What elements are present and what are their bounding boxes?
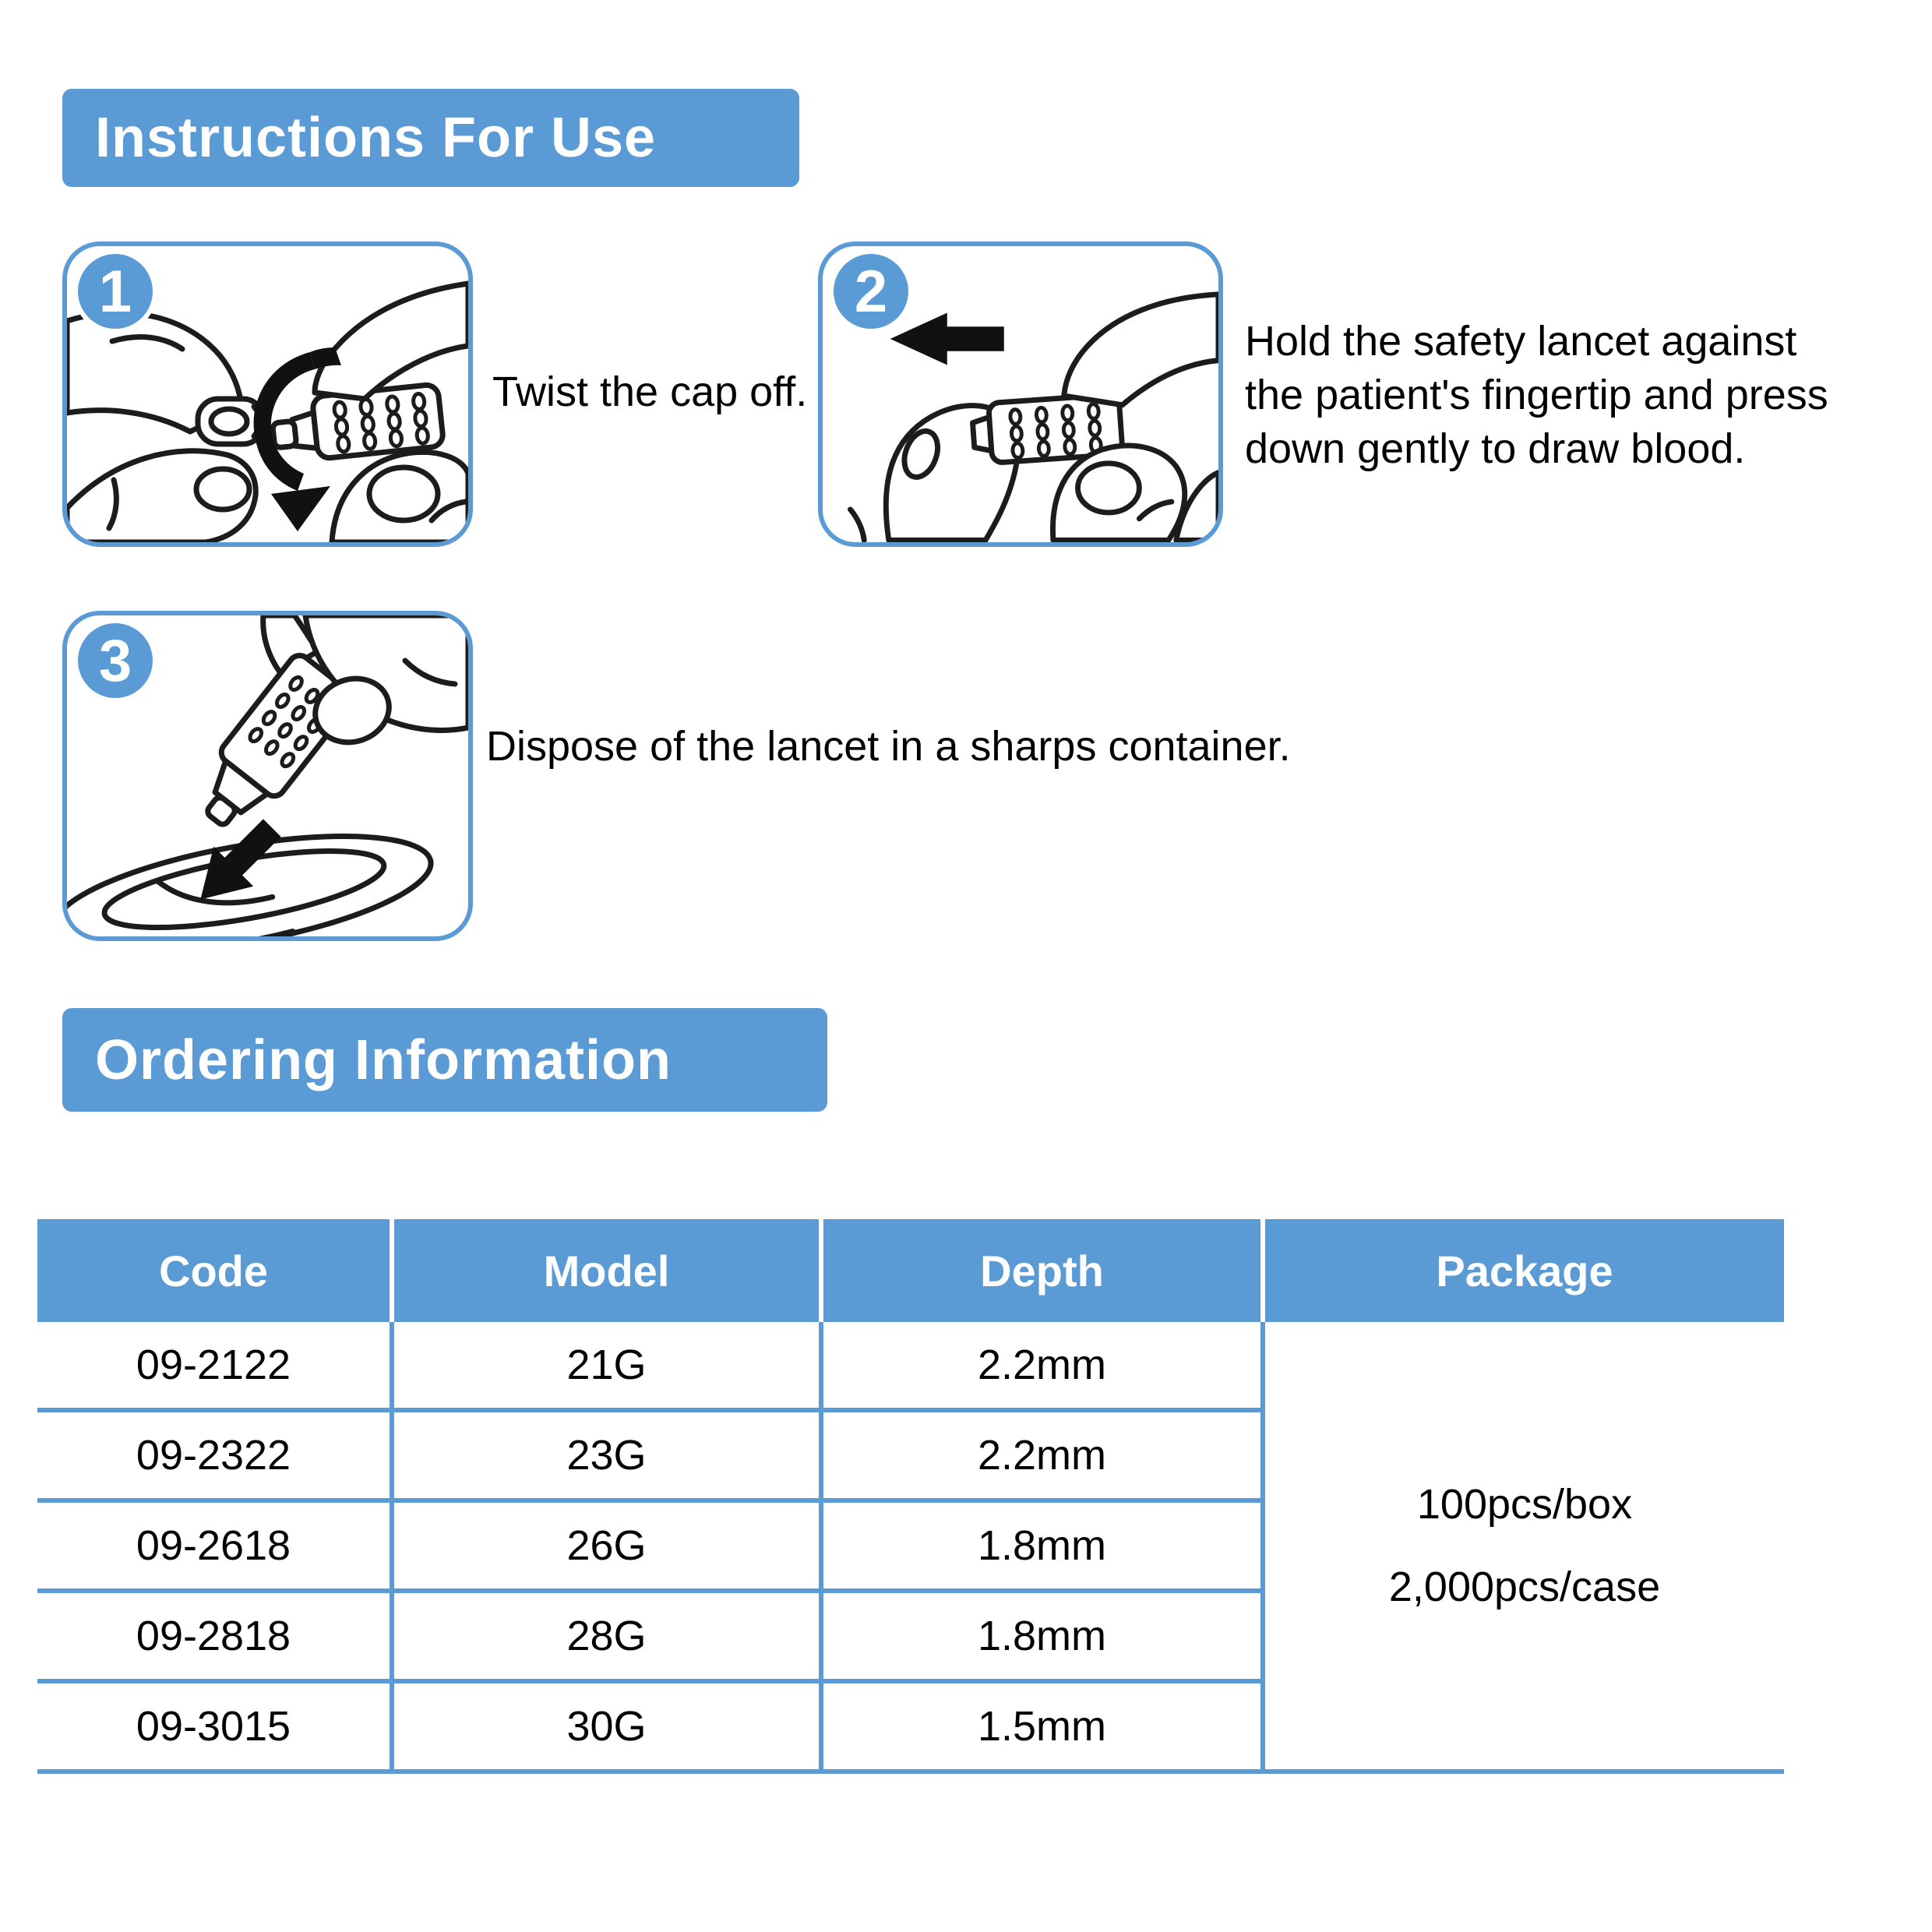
press-hand-finger	[1061, 291, 1218, 408]
ordering-title-text: Ordering Information	[95, 1028, 672, 1091]
cell-model: 28G	[394, 1593, 823, 1679]
press-hand-palm	[1173, 470, 1218, 542]
step-1-illustration	[67, 280, 468, 542]
step-2-text: Hold the safety lancet against the patie…	[1245, 318, 1828, 472]
lancet-cap-hole	[208, 406, 250, 437]
dispose-arrow-icon	[200, 819, 281, 900]
right-hand-crease	[428, 499, 468, 524]
ordering-table: Code Model Depth Package 09-2122 21G 2.2…	[37, 1219, 1784, 1774]
table-header-package: Package	[1265, 1219, 1784, 1322]
step-3-panel: 3	[62, 611, 473, 941]
table-header-model: Model	[394, 1219, 819, 1322]
cell-code: 09-2618	[37, 1503, 394, 1588]
press-thumb-nail	[1075, 460, 1142, 516]
hold-hand-crease	[402, 658, 458, 687]
press-hand-crease	[1136, 499, 1175, 522]
ordering-section-title: Ordering Information	[62, 1008, 827, 1112]
left-hand-crease	[109, 334, 185, 352]
cell-depth: 1.5mm	[823, 1683, 1265, 1769]
lancet-tip-stub	[270, 418, 299, 450]
lancet-tip	[205, 795, 238, 827]
step-1-panel: 1	[62, 242, 473, 547]
table-row: 09-2818 28G 1.8mm	[37, 1593, 1265, 1683]
step-3-badge: 3	[78, 623, 153, 698]
table-row: 09-2122 21G 2.2mm	[37, 1322, 1265, 1412]
table-row: 09-2618 26G 1.8mm	[37, 1503, 1265, 1593]
step-1-badge: 1	[78, 254, 153, 329]
step-2-badge: 2	[834, 254, 908, 329]
cell-depth: 2.2mm	[823, 1322, 1265, 1408]
cell-model: 23G	[394, 1412, 823, 1498]
step-2-panel: 2	[818, 242, 1223, 547]
sharps-container-divider	[154, 878, 276, 906]
table-header-depth: Depth	[823, 1219, 1260, 1322]
right-hand-finger	[312, 280, 468, 402]
table-row: 09-2322 23G 2.2mm	[37, 1412, 1265, 1503]
cell-code: 09-2122	[37, 1322, 394, 1408]
cell-depth: 2.2mm	[823, 1412, 1265, 1498]
package-merged-cell: 100pcs/box 2,000pcs/case	[1265, 1322, 1784, 1774]
step-2-illustration	[848, 291, 1218, 542]
cell-depth: 1.8mm	[823, 1593, 1265, 1679]
instructions-title-text: Instructions For Use	[95, 107, 657, 169]
patient-finger-crease	[848, 506, 867, 542]
cell-model: 30G	[394, 1683, 823, 1769]
table-body: 09-2122 21G 2.2mm 09-2322 23G 2.2mm 09-2…	[37, 1322, 1784, 1774]
step-3-illustration	[67, 615, 468, 936]
cell-model: 21G	[394, 1322, 823, 1408]
twist-arrow-icon	[253, 347, 341, 531]
cell-code: 09-3015	[37, 1683, 394, 1769]
cell-depth: 1.8mm	[823, 1503, 1265, 1588]
table-header-code: Code	[37, 1219, 390, 1322]
instructions-section-title: Instructions For Use	[62, 89, 799, 187]
press-arrow-icon	[890, 312, 1004, 365]
table-row: 09-3015 30G 1.5mm	[37, 1683, 1265, 1774]
hold-thumb-nail	[312, 675, 392, 746]
left-thumb-nail	[193, 466, 252, 513]
table-header-row: Code Model Depth Package	[37, 1219, 1784, 1322]
cell-model: 26G	[394, 1503, 823, 1588]
step-1-text: Twist the cap off.	[492, 368, 808, 415]
right-thumb-nail	[366, 464, 441, 524]
left-thumb-crease	[106, 477, 119, 531]
cell-code: 09-2322	[37, 1412, 394, 1498]
patient-finger-nail	[901, 428, 940, 480]
cell-code: 09-2818	[37, 1593, 394, 1679]
step-3-text: Dispose of the lancet in a sharps contai…	[486, 723, 1291, 770]
